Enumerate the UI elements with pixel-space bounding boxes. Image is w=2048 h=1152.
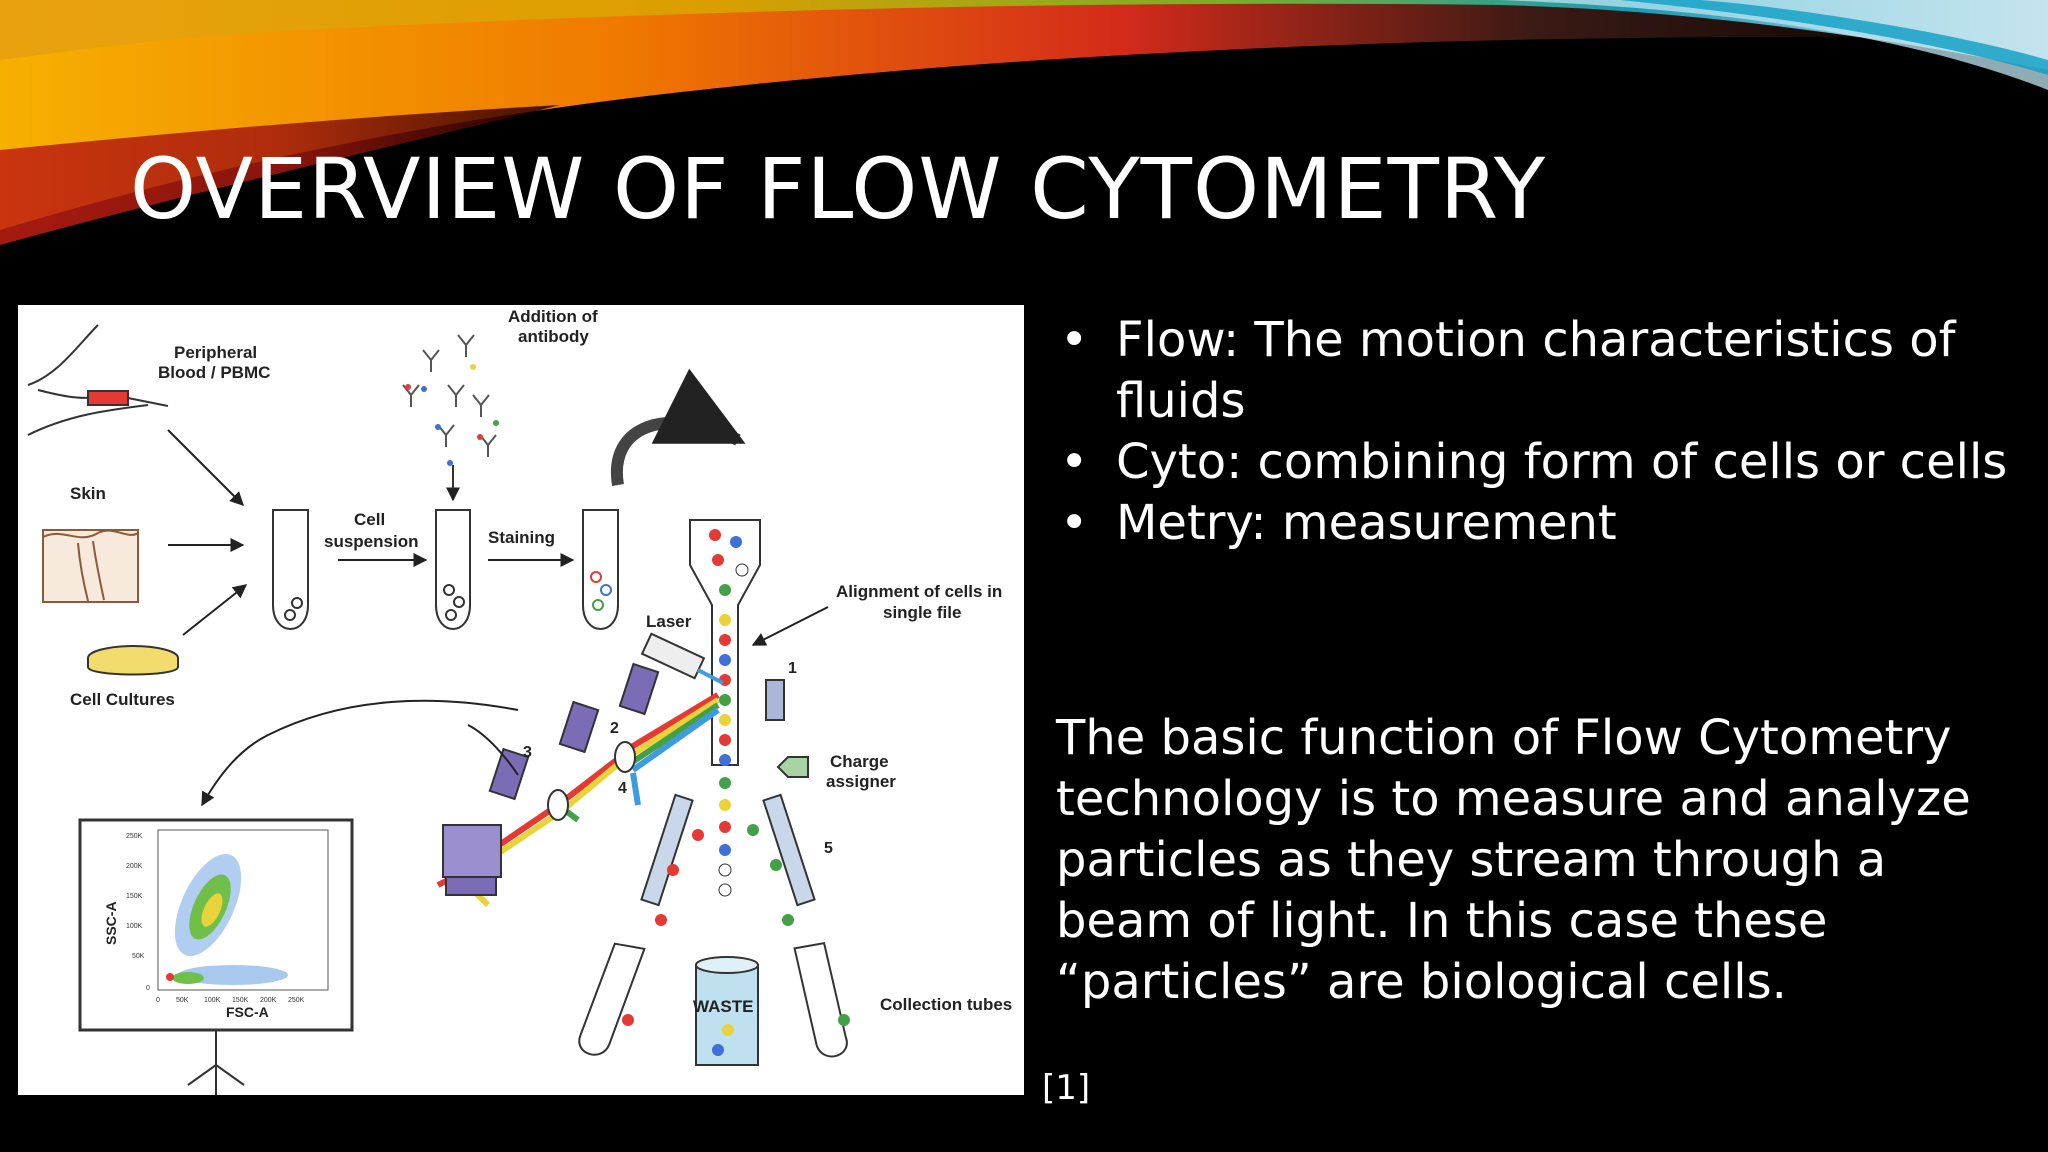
charge-assigner-label-1: Charge (830, 752, 889, 771)
definition-bullet-list: • Flow: The motion characteristics of flu… (1060, 310, 2020, 554)
number-4-label: 4 (618, 780, 627, 797)
cell-suspension-label-1: Cell (354, 510, 385, 529)
waste-label: WASTE (693, 997, 753, 1016)
charge-assigner-label-2: assigner (826, 772, 896, 791)
laser-icon (640, 632, 706, 680)
waste-container (695, 956, 759, 1066)
bullet-dot: • (1060, 495, 1089, 551)
collection-tubes-label: Collection tubes (880, 995, 1012, 1014)
addition-antibody-label-1: Addition of (508, 307, 598, 326)
number-1-label: 1 (788, 660, 797, 677)
deflection-plate-left (640, 793, 694, 907)
plot-xtick: 50K (176, 997, 189, 1004)
peripheral-blood-label-1: Peripheral (174, 343, 257, 362)
plot-xlabel: FSC-A (226, 1004, 269, 1020)
collection-tube-right (793, 942, 848, 1058)
input-arrows (167, 429, 248, 636)
bullet-dot: • (1060, 434, 1089, 490)
skin-label: Skin (70, 484, 106, 503)
slide-title: OVERVIEW OF FLOW CYTOMETRY (130, 140, 1547, 238)
plot-ytick: 0 (146, 985, 150, 992)
bullet-item-metry: • Metry: measurement (1060, 493, 2020, 554)
plot-xtick: 150K (232, 997, 249, 1004)
description-paragraph: The basic function of Flow Cytometry tec… (1056, 710, 1971, 1010)
laser-label: Laser (646, 612, 692, 631)
bullet-text: Flow: The motion characteristics of flui… (1116, 312, 1956, 429)
bullet-text: Metry: measurement (1116, 495, 1617, 551)
charge-assigner-icon (776, 756, 809, 778)
plot-ytick: 100K (126, 923, 143, 930)
scatter-plot-monitor (78, 818, 354, 1095)
collection-tube-left (578, 942, 646, 1056)
number-2-label: 2 (610, 720, 619, 737)
bullet-item-flow: • Flow: The motion characteristics of flu… (1060, 310, 2020, 432)
plot-xtick: 100K (204, 997, 221, 1004)
staining-label: Staining (488, 528, 555, 547)
alignment-label-2: single file (883, 603, 961, 622)
cell-culture-dish-icon (87, 645, 179, 676)
tube-3-icon (582, 509, 619, 630)
tube-1-icon (272, 509, 309, 630)
alignment-label-1: Alignment of cells in (836, 582, 1002, 601)
plot-ylabel: SSC-A (103, 901, 119, 945)
citation-reference: [1] (1042, 1068, 1091, 1108)
plot-xtick: 250K (288, 997, 305, 1004)
decorative-banner (0, 0, 2048, 245)
detector-1-icon (765, 679, 785, 721)
bullet-text: Cyto: combining form of cells or cells (1116, 434, 2008, 490)
plot-ytick: 250K (126, 833, 143, 840)
deflection-plate-right (762, 793, 816, 907)
number-3-label: 3 (523, 744, 532, 761)
plot-ytick: 50K (132, 953, 145, 960)
cell-suspension-label-2: suspension (324, 532, 418, 551)
number-5-label: 5 (824, 840, 833, 857)
cell-cultures-label: Cell Cultures (70, 690, 175, 709)
plot-ytick: 200K (126, 863, 143, 870)
plot-xtick: 0 (156, 997, 160, 1004)
tube-2-icon (435, 509, 471, 630)
plot-ytick: 150K (126, 893, 143, 900)
bullet-item-cyto: • Cyto: combining form of cells or cells (1060, 432, 2020, 493)
arm-syringe-icon (27, 324, 169, 436)
bullet-dot: • (1060, 312, 1089, 368)
peripheral-blood-label-2: Blood / PBMC (158, 363, 270, 382)
skin-icon (42, 529, 139, 603)
addition-antibody-label-2: antibody (518, 327, 589, 346)
flow-cytometry-diagram: Peripheral Blood / PBMC Skin Cell Cultur… (18, 305, 1024, 1095)
plot-xtick: 200K (260, 997, 277, 1004)
detector-box-icon (442, 824, 502, 878)
